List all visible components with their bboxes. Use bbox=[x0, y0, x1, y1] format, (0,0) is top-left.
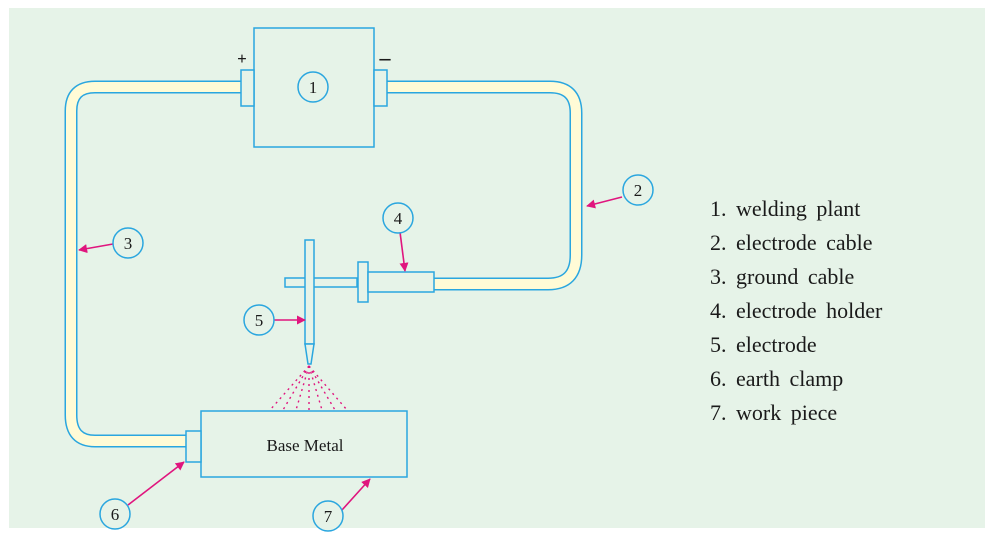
legend-item-work-piece: 7. work piece bbox=[710, 400, 838, 425]
callout-4-arrow bbox=[399, 231, 409, 272]
earth-clamp bbox=[185, 430, 202, 463]
base-metal-label: Base Metal bbox=[267, 436, 344, 455]
callout-3-label: 3 bbox=[124, 234, 133, 253]
negative-terminal bbox=[373, 69, 388, 107]
component-legend: 1. welding plant 2. electrode cable 3. g… bbox=[710, 192, 882, 430]
callout-7-arrow bbox=[341, 478, 371, 511]
callout-1-label: 1 bbox=[309, 78, 318, 97]
legend-item-electrode-holder: 4. electrode holder bbox=[710, 298, 883, 323]
callout-6-circle bbox=[99, 498, 131, 530]
callout-5-label: 5 bbox=[255, 311, 264, 330]
positive-sign: + bbox=[237, 49, 247, 68]
callout-6-label: 6 bbox=[111, 505, 120, 524]
electrode-cable bbox=[386, 80, 583, 291]
callout-7-circle bbox=[312, 500, 344, 532]
legend-item-electrode: 5. electrode bbox=[710, 332, 817, 357]
callout-3-circle bbox=[112, 227, 144, 259]
callout-7-label: 7 bbox=[324, 507, 333, 526]
callout-3-arrow bbox=[78, 243, 114, 254]
callout-2-circle bbox=[622, 174, 654, 206]
legend-item-electrode-cable: 2. electrode cable bbox=[710, 230, 873, 255]
ground-cable bbox=[64, 80, 241, 448]
callout-2-label: 2 bbox=[634, 181, 643, 200]
callout-4-label: 4 bbox=[394, 209, 403, 228]
negative-sign: – bbox=[379, 45, 392, 70]
legend-item-earth-clamp: 6. earth clamp bbox=[710, 366, 844, 391]
positive-terminal bbox=[240, 69, 255, 107]
callout-6-arrow bbox=[127, 461, 185, 506]
electrode bbox=[304, 239, 315, 365]
callout-2-arrow bbox=[586, 196, 623, 209]
callout-1-circle bbox=[297, 71, 329, 103]
callout-5-circle bbox=[243, 304, 275, 336]
arc-sparks bbox=[269, 365, 348, 411]
legend-item-ground-cable: 3. ground cable bbox=[710, 264, 855, 289]
legend-item-welding-plant: 1. welding plant bbox=[710, 196, 861, 221]
electrode-holder bbox=[284, 261, 435, 303]
callout-4-circle bbox=[382, 202, 414, 234]
